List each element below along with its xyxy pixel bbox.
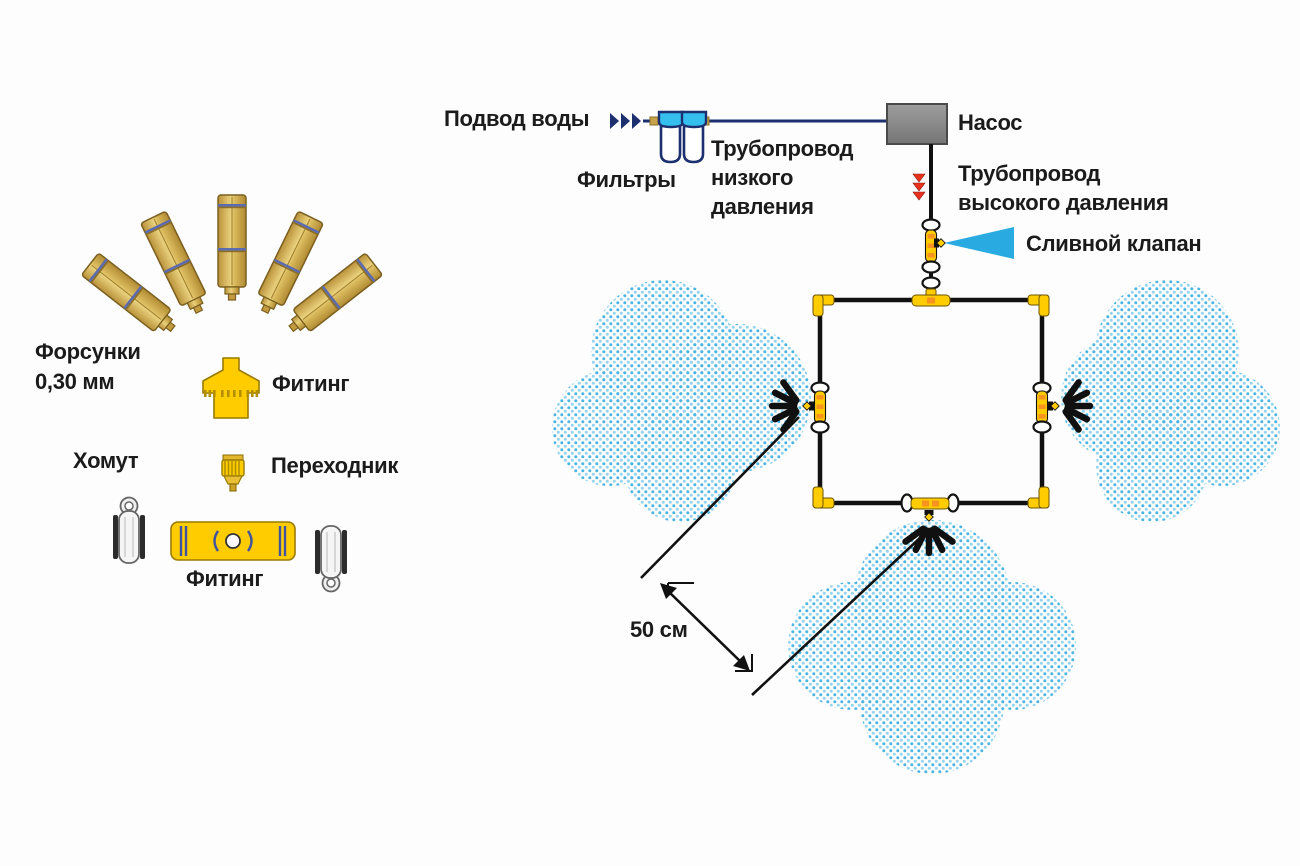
water-supply-label: Подвод воды (444, 106, 590, 131)
loop-elbow-fittings (812, 294, 1050, 509)
legend-adapter-icon (221, 454, 245, 492)
legend-clamp-right-icon (314, 525, 348, 593)
nozzle-spacing-label: 50 см (630, 617, 688, 642)
drain-valve-icon (921, 218, 1014, 274)
mist-cloud-right (1061, 280, 1280, 522)
legend-fitting-tee-icon (202, 357, 260, 419)
filters-icon (649, 110, 710, 164)
filters-label: Фильтры (577, 167, 676, 192)
high-pressure-label: Трубопровод высокого давления (958, 161, 1169, 215)
pump-icon (886, 103, 948, 145)
drain-valve-label: Сливной клапан (1026, 231, 1202, 256)
water-flow-arrows-icon (610, 113, 641, 129)
legend-clamp-left-icon (112, 496, 146, 564)
legend-fitting-top-label: Фитинг (272, 371, 350, 396)
mist-cloud-bottom (788, 520, 1076, 774)
legend-adapter-label: Переходник (271, 453, 399, 478)
pump-label: Насос (958, 110, 1023, 135)
misting-loop-pipe (817, 297, 1045, 506)
double-arrowheads-icon (660, 583, 750, 671)
low-pressure-label: Трубопровод низкого давления (711, 136, 854, 219)
legend-clamp-label: Хомут (73, 448, 139, 473)
legend-nozzles-label: Форсунки 0,30 мм (35, 339, 141, 394)
legend-nozzles-icon (80, 194, 384, 341)
loop-top-tee-fitting (911, 276, 951, 307)
mist-cloud-left (552, 280, 811, 522)
legend-fitting-bottom-label: Фитинг (186, 566, 264, 591)
legend-fitting-bar-icon (170, 521, 296, 561)
loop-bottom-nozzle (900, 493, 960, 554)
flow-direction-arrows-icon (912, 173, 926, 201)
